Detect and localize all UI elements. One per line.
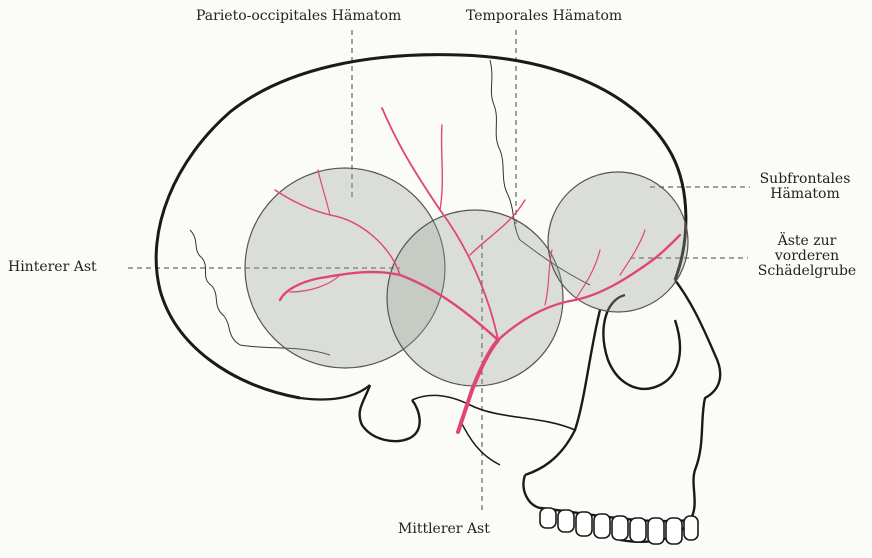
- label-aeste-line2: vorderen: [752, 249, 862, 264]
- label-subfrontal: Subfrontales Hämatom: [755, 172, 855, 202]
- temporal-hematoma: [387, 210, 563, 386]
- label-aeste: Äste zur vorderen Schädelgrube: [752, 234, 862, 279]
- label-mittlerer-ast: Mittlerer Ast: [398, 522, 490, 537]
- label-parieto-occipital: Parieto-occipitales Hämatom: [196, 9, 401, 24]
- label-temporal: Temporales Hämatom: [466, 9, 622, 24]
- label-aeste-line1: Äste zur: [752, 234, 862, 249]
- label-hinterer-ast: Hinterer Ast: [8, 260, 97, 275]
- label-subfrontal-line2: Hämatom: [755, 187, 855, 202]
- hematomas: [245, 168, 688, 386]
- subfrontal-hematoma: [548, 172, 688, 312]
- label-aeste-line3: Schädelgrube: [752, 264, 862, 279]
- teeth: [540, 508, 698, 544]
- label-subfrontal-line1: Subfrontales: [755, 172, 855, 187]
